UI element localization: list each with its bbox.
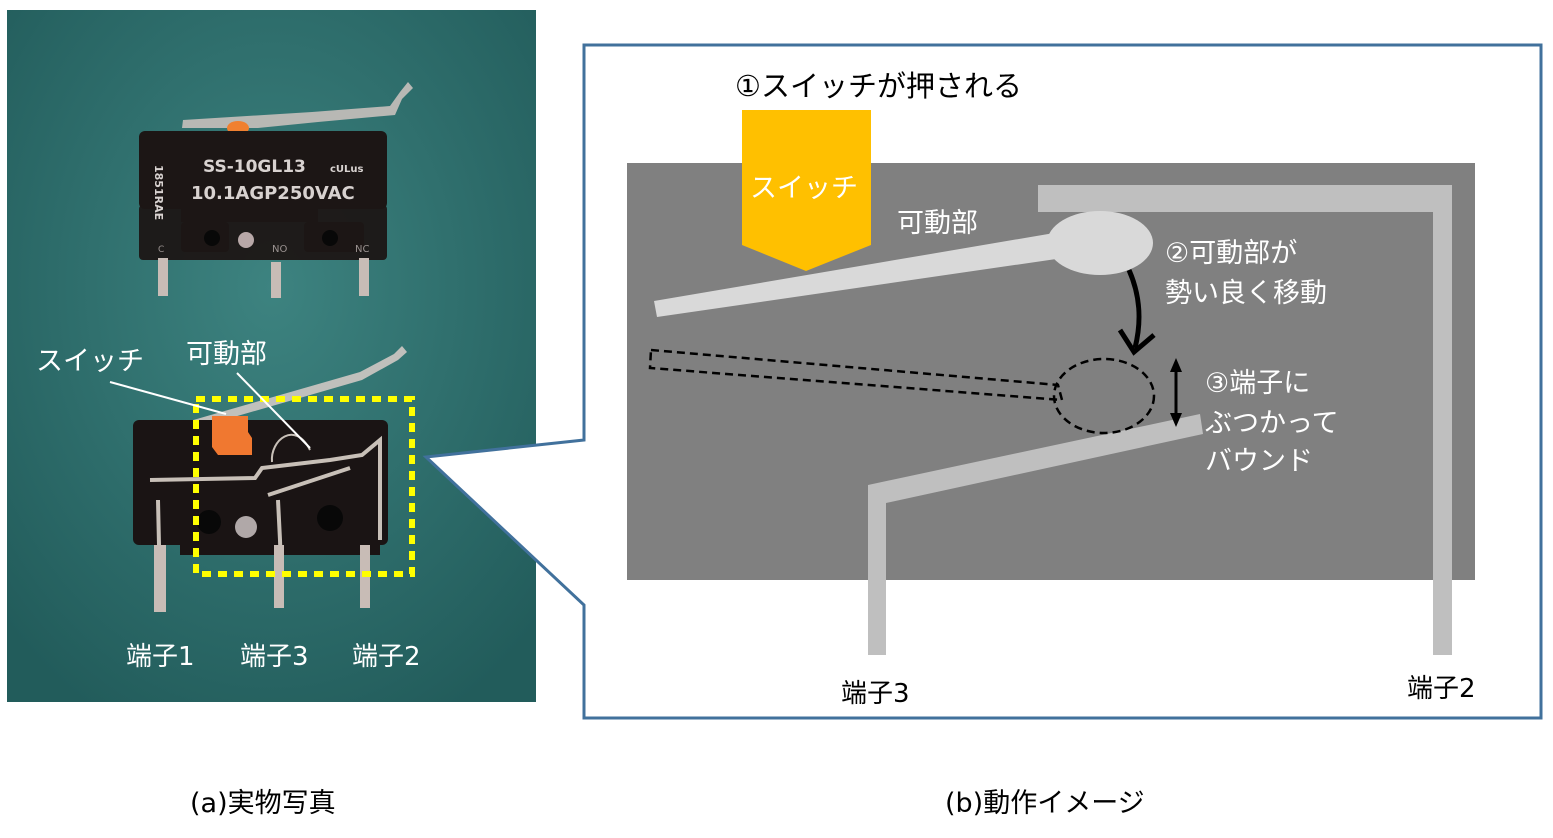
printed-rating: 10.1AGP250VAC: [191, 183, 355, 204]
caption-b: (b)動作イメージ: [945, 788, 1145, 819]
mount-hole: [322, 230, 338, 246]
lever-open: [175, 346, 407, 442]
printed-nc: NC: [355, 244, 369, 255]
terminal-pin: [271, 262, 281, 298]
movable-contact: [1047, 211, 1153, 275]
movable-contact-moved-outline: [1052, 357, 1156, 435]
lever-top: [182, 82, 413, 128]
mount-hole: [197, 510, 221, 534]
terminal-pin: [359, 258, 369, 296]
step1-label: ①スイッチが押される: [735, 69, 1022, 103]
movement-arrow-head: [1117, 328, 1156, 356]
switch-leader-line: [109, 381, 227, 415]
actuator-label: スイッチ: [750, 173, 858, 204]
step3-line3: バウンド: [1205, 446, 1313, 477]
switch-body-top: [139, 131, 387, 209]
photo-terminal1-label: 端子1: [126, 642, 195, 672]
bounce-arrow-heads: [1170, 358, 1182, 427]
movement-arrow: [1126, 268, 1142, 349]
switch-top: SS-10GL13 cULus 10.1AGP250VAC 1851RAE C …: [139, 82, 413, 298]
movable-leader-line: [236, 372, 311, 449]
diagram-terminal3-label: 端子3: [841, 679, 910, 709]
mount-hole: [204, 230, 220, 246]
switch-open: [133, 346, 407, 612]
switch-body-open: [133, 420, 388, 545]
actuator-open: [212, 416, 252, 455]
step3-line1: ③端子に: [1205, 368, 1310, 399]
switch-actuator: [742, 110, 871, 271]
pin: [235, 516, 257, 538]
mount-hole: [317, 505, 343, 531]
photo-panel: SS-10GL13 cULus 10.1AGP250VAC 1851RAE C …: [7, 10, 536, 702]
caption-a: (a)実物写真: [190, 788, 336, 819]
printed-c: C: [158, 245, 164, 255]
step2-line2: 勢い良く移動: [1165, 278, 1327, 309]
switch-body-top-bottom: [139, 205, 387, 260]
terminal-pin: [158, 258, 168, 296]
internal-contact: [149, 435, 382, 540]
photo-terminal3-label: 端子3: [240, 642, 309, 672]
terminal-pin: [274, 545, 284, 608]
movable-label: 可動部: [897, 208, 978, 239]
diagram-panel: ①スイッチが押される スイッチ 可動部 ②可動部が 勢い良く移動 ③端子に ぶつ…: [627, 69, 1476, 709]
movable-arm: [654, 232, 1063, 317]
printed-model: SS-10GL13: [203, 157, 306, 177]
step2-line1: ②可動部が: [1165, 238, 1297, 269]
diagram-terminal2-label: 端子2: [1407, 674, 1476, 704]
printed-no: NO: [272, 244, 287, 255]
terminal-pin: [154, 545, 166, 612]
step3-line2: ぶつかって: [1205, 408, 1339, 439]
terminal3-conductor: [868, 414, 1203, 655]
photo-terminal2-label: 端子2: [352, 642, 421, 672]
pin: [238, 232, 254, 248]
printed-side: 1851RAE: [152, 165, 165, 220]
printed-cert: cULus: [330, 164, 364, 175]
photo-switch-label: スイッチ: [36, 346, 144, 377]
highlight-box: [193, 396, 415, 577]
photo-movable-label: 可動部: [186, 339, 267, 370]
